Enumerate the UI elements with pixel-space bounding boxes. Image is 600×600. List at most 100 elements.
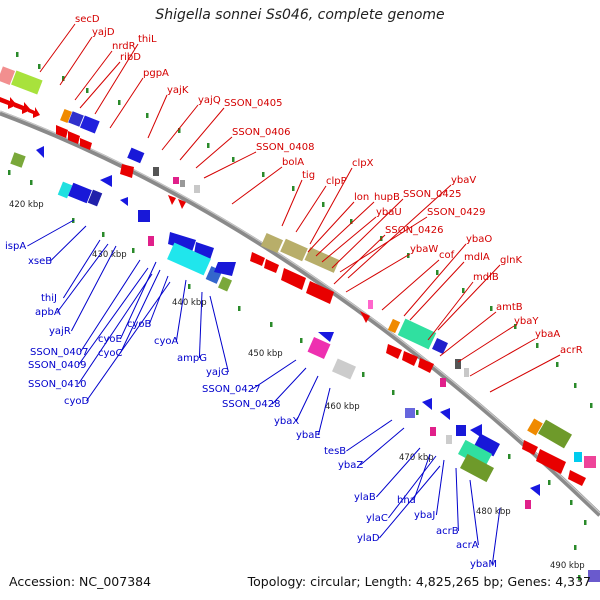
gene-arrow[interactable] bbox=[80, 138, 92, 150]
gene-block[interactable] bbox=[405, 408, 415, 418]
gene-arrow[interactable] bbox=[120, 164, 134, 178]
gene-arrow[interactable] bbox=[530, 484, 540, 496]
gene-label-forward[interactable]: pgpA bbox=[143, 68, 169, 79]
gene-block[interactable] bbox=[527, 418, 543, 436]
gene-label-forward[interactable]: ybaY bbox=[514, 316, 539, 327]
gene-label-reverse[interactable]: ybaE bbox=[296, 430, 321, 441]
gene-block[interactable] bbox=[387, 318, 401, 334]
gene-label-reverse[interactable]: xseB bbox=[28, 256, 52, 267]
gene-arrow[interactable] bbox=[422, 398, 432, 410]
gene-arrow[interactable] bbox=[120, 197, 128, 206]
gene-block[interactable] bbox=[68, 111, 84, 127]
gene-label-forward[interactable]: ybaA bbox=[535, 329, 560, 340]
gene-arrow[interactable] bbox=[28, 107, 40, 118]
gene-label-forward[interactable]: yajD bbox=[92, 27, 115, 38]
gene-label-forward[interactable]: SSON_0408 bbox=[256, 142, 315, 153]
gene-arrow[interactable] bbox=[470, 424, 482, 438]
gene-block[interactable] bbox=[588, 570, 600, 582]
gene-label-forward[interactable]: mdlB bbox=[473, 272, 499, 283]
gene-block[interactable] bbox=[458, 439, 492, 469]
gene-label-reverse[interactable]: cyoD bbox=[64, 396, 90, 407]
gene-block[interactable] bbox=[138, 210, 150, 222]
gene-label-reverse[interactable]: ybaJ bbox=[414, 510, 435, 521]
gene-block[interactable] bbox=[57, 181, 73, 199]
gene-block[interactable] bbox=[0, 66, 16, 85]
gene-label-reverse[interactable]: ispA bbox=[5, 241, 26, 252]
gene-label-reverse[interactable]: ylaC bbox=[366, 513, 388, 524]
gene-block[interactable] bbox=[307, 337, 331, 359]
gene-label-reverse[interactable]: cyoA bbox=[154, 336, 179, 347]
gene-label-forward[interactable]: nrdR bbox=[112, 41, 136, 52]
gene-arrow[interactable] bbox=[14, 102, 31, 114]
gene-label-forward[interactable]: SSON_0429 bbox=[427, 207, 486, 218]
gene-block[interactable] bbox=[574, 452, 582, 462]
gene-arrow[interactable] bbox=[536, 449, 566, 474]
gene-label-forward[interactable]: acrR bbox=[560, 345, 583, 356]
gene-label-reverse[interactable]: yajG bbox=[206, 367, 229, 378]
gene-block[interactable] bbox=[173, 177, 179, 184]
gene-block[interactable] bbox=[127, 147, 145, 164]
gene-block[interactable] bbox=[332, 358, 356, 380]
gene-label-reverse[interactable]: cyoC bbox=[98, 348, 123, 359]
gene-arrow[interactable] bbox=[306, 281, 334, 304]
gene-label-forward[interactable]: glnK bbox=[500, 255, 522, 266]
gene-block[interactable] bbox=[432, 338, 448, 354]
gene-label-forward[interactable]: bolA bbox=[282, 157, 304, 168]
gene-label-forward[interactable]: lon bbox=[354, 192, 369, 203]
gene-block[interactable] bbox=[10, 152, 26, 168]
gene-block[interactable] bbox=[180, 180, 185, 187]
gene-block[interactable] bbox=[368, 300, 373, 309]
gene-block[interactable] bbox=[280, 238, 308, 262]
gene-arrow[interactable] bbox=[168, 195, 176, 205]
gene-label-forward[interactable]: clpX bbox=[352, 158, 374, 169]
gene-label-reverse[interactable]: ybaX bbox=[274, 416, 299, 427]
gene-arrow[interactable] bbox=[178, 199, 186, 209]
gene-block[interactable] bbox=[455, 359, 461, 369]
gene-label-reverse[interactable]: apbA bbox=[35, 307, 61, 318]
gene-block[interactable] bbox=[217, 276, 233, 292]
gene-label-forward[interactable]: yajQ bbox=[198, 95, 221, 106]
gene-label-reverse[interactable]: tesB bbox=[324, 446, 346, 457]
gene-label-reverse[interactable]: ampG bbox=[177, 353, 207, 364]
gene-label-forward[interactable]: amtB bbox=[496, 302, 523, 313]
gene-arrow[interactable] bbox=[264, 259, 279, 273]
gene-block[interactable] bbox=[464, 368, 469, 377]
gene-block[interactable] bbox=[456, 425, 466, 436]
gene-label-forward[interactable]: ybaO bbox=[466, 234, 492, 245]
gene-label-reverse[interactable]: SSON_0428 bbox=[222, 399, 281, 410]
gene-arrow[interactable] bbox=[402, 351, 418, 366]
gene-arrow[interactable] bbox=[418, 358, 434, 373]
gene-block[interactable] bbox=[460, 453, 494, 483]
gene-label-reverse[interactable]: cyoE bbox=[98, 334, 122, 345]
gene-label-reverse[interactable]: cyoB bbox=[127, 319, 152, 330]
gene-arrow[interactable] bbox=[386, 344, 402, 359]
gene-arrow[interactable] bbox=[318, 332, 334, 342]
gene-label-reverse[interactable]: acrA bbox=[456, 540, 479, 551]
gene-block[interactable] bbox=[153, 167, 159, 176]
gene-block[interactable] bbox=[194, 185, 200, 193]
gene-arrow[interactable] bbox=[168, 232, 196, 252]
gene-arrow[interactable] bbox=[568, 470, 586, 486]
gene-label-forward[interactable]: ribD bbox=[120, 52, 141, 63]
gene-block[interactable] bbox=[584, 456, 596, 468]
gene-label-forward[interactable]: tig bbox=[302, 170, 315, 181]
gene-block[interactable] bbox=[148, 236, 154, 246]
gene-label-reverse[interactable]: thiJ bbox=[41, 293, 57, 304]
gene-block[interactable] bbox=[446, 435, 452, 444]
gene-label-reverse[interactable]: ybaZ bbox=[338, 460, 363, 471]
gene-label-forward[interactable]: secD bbox=[75, 14, 100, 25]
gene-block[interactable] bbox=[60, 108, 72, 124]
gene-arrow[interactable] bbox=[360, 311, 370, 323]
gene-label-forward[interactable]: ybaW bbox=[410, 244, 438, 255]
gene-block[interactable] bbox=[11, 70, 43, 95]
gene-label-forward[interactable]: ybaV bbox=[451, 175, 476, 186]
gene-arrow[interactable] bbox=[440, 408, 450, 420]
gene-block[interactable] bbox=[87, 189, 103, 207]
gene-block[interactable] bbox=[260, 232, 284, 254]
gene-block[interactable] bbox=[538, 419, 572, 449]
gene-label-forward[interactable]: hupB bbox=[374, 192, 400, 203]
gene-label-reverse[interactable]: yajR bbox=[49, 326, 71, 337]
gene-block[interactable] bbox=[430, 427, 436, 436]
gene-label-reverse[interactable]: acrB bbox=[436, 526, 459, 537]
gene-block[interactable] bbox=[304, 247, 340, 273]
